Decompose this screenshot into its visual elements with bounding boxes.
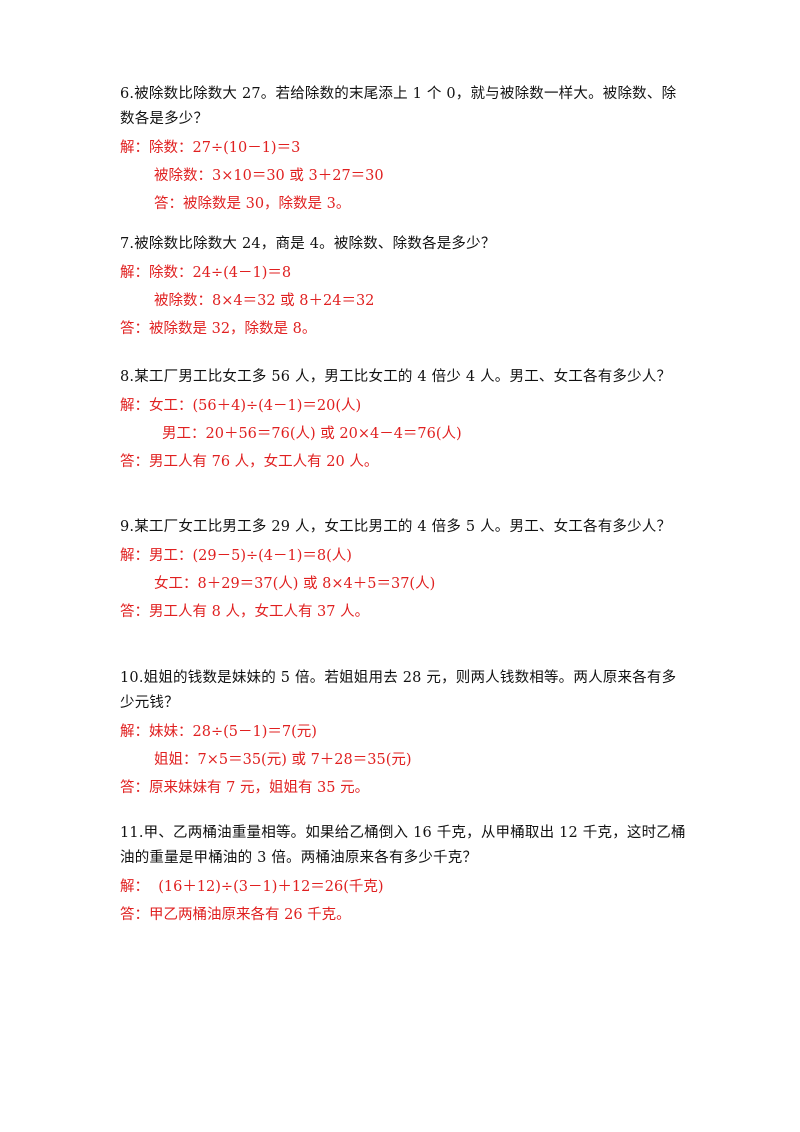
- problem-10: 10.姐姐的钱数是妹妹的 5 倍。若姐姐用去 28 元，则两人钱数相等。两人原来…: [120, 666, 690, 800]
- problem-9: 9.某工厂女工比男工多 29 人，女工比男工的 4 倍多 5 人。男工、女工各有…: [120, 515, 690, 624]
- problem-question: 8.某工厂男工比女工多 56 人，男工比女工的 4 倍少 4 人。男工、女工各有…: [120, 369, 672, 385]
- solution-line: 解：女工：(56＋4)÷(4－1)＝20(人): [120, 398, 362, 414]
- problem-question: 9.某工厂女工比男工多 29 人，女工比男工的 4 倍多 5 人。男工、女工各有…: [120, 519, 672, 535]
- solution-line: 解：除数：24÷(4－1)＝8: [120, 265, 292, 281]
- answer-line: 答：男工人有 8 人，女工人有 37 人。: [120, 604, 370, 620]
- problem-question: 11.甲、乙两桶油重量相等。如果给乙桶倒入 16 千克，从甲桶取出 12 千克，…: [120, 825, 686, 866]
- answer-line: 答：男工人有 76 人，女工人有 20 人。: [120, 454, 379, 470]
- problem-6: 6.被除数比除数大 27。若给除数的末尾添上 1 个 0，就与被除数一样大。被除…: [120, 82, 690, 216]
- solution-line: 被除数：8×4＝32 或 8＋24＝32: [154, 293, 375, 309]
- answer-line: 答：原来妹妹有 7 元，姐姐有 35 元。: [120, 780, 370, 796]
- solution-line: 姐姐：7×5＝35(元) 或 7＋28＝35(元): [154, 752, 412, 768]
- problem-question: 6.被除数比除数大 27。若给除数的末尾添上 1 个 0，就与被除数一样大。被除…: [120, 86, 677, 127]
- answer-line: 答：被除数是 30，除数是 3。: [154, 196, 351, 212]
- problem-8: 8.某工厂男工比女工多 56 人，男工比女工的 4 倍少 4 人。男工、女工各有…: [120, 365, 690, 474]
- answer-line: 答：被除数是 32，除数是 8。: [120, 321, 317, 337]
- solution-line: 男工：20＋56＝76(人) 或 20×4－4＝76(人): [162, 426, 462, 442]
- solution-line: 解：妹妹：28÷(5－1)＝7(元): [120, 724, 317, 740]
- solution-line: 解：男工：(29－5)÷(4－1)＝8(人): [120, 548, 352, 564]
- solution-line: 解： (16＋12)÷(3－1)＋12＝26(千克): [120, 879, 384, 895]
- solution-line: 解：除数：27÷(10－1)＝3: [120, 140, 301, 156]
- problem-question: 7.被除数比除数大 24，商是 4。被除数、除数各是多少？: [120, 236, 496, 252]
- solution-line: 被除数：3×10＝30 或 3＋27＝30: [154, 168, 384, 184]
- problem-7: 7.被除数比除数大 24，商是 4。被除数、除数各是多少？ 解：除数：24÷(4…: [120, 232, 690, 341]
- problem-question: 10.姐姐的钱数是妹妹的 5 倍。若姐姐用去 28 元，则两人钱数相等。两人原来…: [120, 670, 677, 711]
- answer-line: 答：甲乙两桶油原来各有 26 千克。: [120, 907, 351, 923]
- problem-11: 11.甲、乙两桶油重量相等。如果给乙桶倒入 16 千克，从甲桶取出 12 千克，…: [120, 821, 690, 927]
- solution-line: 女工：8＋29＝37(人) 或 8×4＋5＝37(人): [154, 576, 436, 592]
